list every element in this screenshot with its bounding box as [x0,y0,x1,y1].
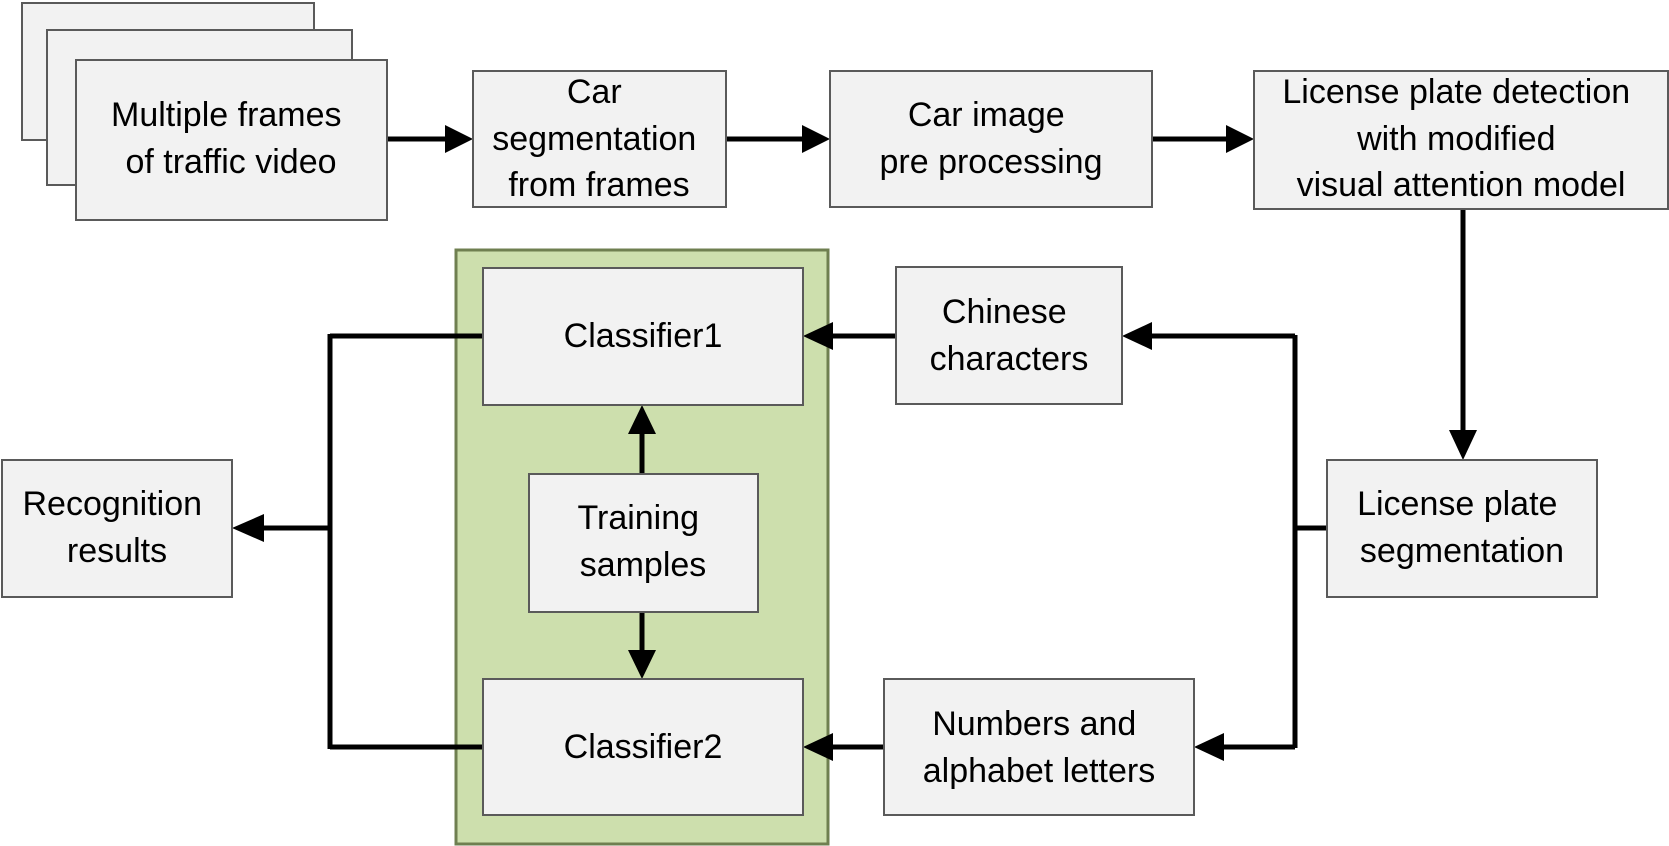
arrowhead-training-to-classifier1 [628,405,656,434]
chinese-label-line-2: characters [930,340,1089,378]
preprocessing-box [829,70,1153,208]
results-box [1,459,233,598]
training-label-line-1: Training [577,499,699,537]
preprocessing-label-line-1: Car image [908,96,1065,134]
classifier2-label-line-1: Classifier2 [564,728,723,766]
arrowhead-to-detection [1226,125,1254,153]
classifier2-box [482,678,804,816]
arrowhead-to-plate-segmentation [1449,430,1477,460]
plate-segmentation-label: License plate segmentation [1357,485,1567,570]
preprocessing-label: Car image pre processing [879,96,1102,181]
frames-label-line-2: of traffic video [125,143,336,181]
arrowhead-to-results [232,514,264,542]
classifier1-label-line-1: Classifier1 [564,317,723,355]
numbers-label: Numbers and alphabet letters [923,705,1156,790]
arrowhead-training-to-classifier2 [628,650,656,679]
numbers-label-line-1: Numbers and [932,705,1136,743]
arrowhead-to-classifier1 [803,322,833,350]
preprocessing-label-line-2: pre processing [879,143,1102,181]
training-box [528,473,759,613]
plate-segmentation-box [1326,459,1598,598]
detection-label-line-1: License plate detection [1282,73,1630,111]
training-label: Training samples [577,499,708,584]
training-label-line-2: samples [580,546,707,584]
arrowheads [232,125,1477,761]
numbers-box [883,678,1195,816]
chinese-label-line-1: Chinese [942,293,1067,331]
arrowhead-to-preprocessing [802,125,830,153]
classifier1-label: Classifier1 [564,317,723,355]
results-label: Recognition results [22,485,211,570]
connectors [262,136,1466,750]
detection-box [1253,70,1669,210]
classifier2-label: Classifier2 [564,728,723,766]
detection-label-line-3: visual attention model [1297,166,1626,204]
frames-label: Multiple frames of traffic video [111,96,351,181]
frames-label-line-1: Multiple frames [111,96,342,134]
results-label-line-1: Recognition [22,485,202,523]
arrowhead-to-chinese [1122,322,1152,350]
arrowhead-to-classifier2 [803,733,833,761]
detection-label-line-2: with modified [1356,120,1555,158]
plate-segmentation-label-line-1: License plate [1357,485,1557,523]
frames-box [75,59,388,221]
segmentation-label-line-1: Car [567,73,622,111]
segmentation-label-line-3: from frames [508,166,689,204]
chinese-label: Chinese characters [930,293,1089,378]
segmentation-label: Car segmentation from frames [492,73,706,204]
segmentation-box [472,70,727,208]
arrowhead-to-segmentation [445,125,473,153]
classifier1-box [482,267,804,406]
chinese-box [895,266,1123,405]
numbers-label-line-2: alphabet letters [923,752,1156,790]
segmentation-label-line-2: segmentation [492,120,696,158]
detection-label: License plate detection with modified vi… [1282,73,1639,204]
plate-segmentation-label-line-2: segmentation [1360,532,1564,570]
arrowhead-to-numbers [1194,733,1224,761]
results-label-line-2: results [67,532,167,570]
